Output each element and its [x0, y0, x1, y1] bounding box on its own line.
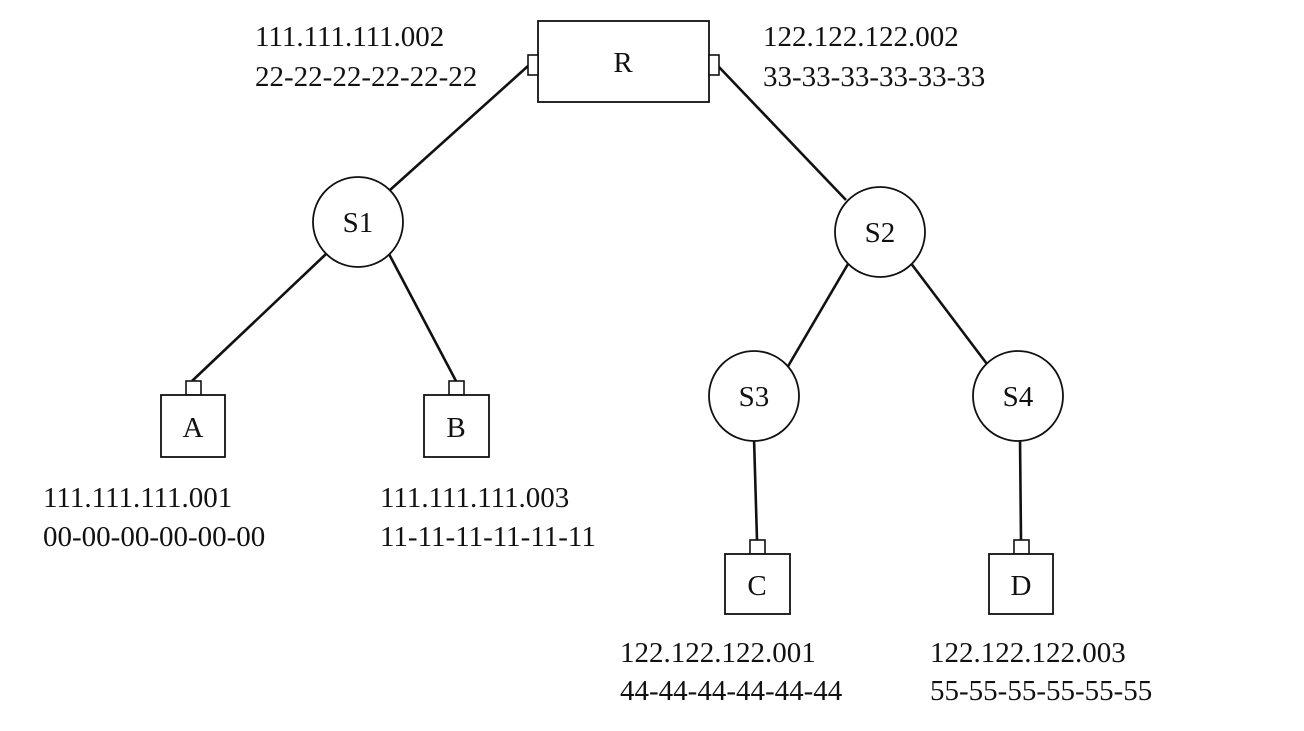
- host-a-port: [185, 380, 202, 396]
- host-a-box: [160, 394, 226, 458]
- link-r-s2: [717, 65, 847, 201]
- switch-s4-label: S4: [1003, 381, 1034, 413]
- host-c-label: C: [747, 570, 766, 602]
- host-d-box: [988, 553, 1054, 615]
- router-right-mac: 33-33-33-33-33-33: [763, 61, 985, 93]
- router-label: R: [613, 47, 633, 79]
- host-d: D: [988, 539, 1054, 615]
- host-b-port: [448, 380, 465, 396]
- host-b-ip: 111.111.111.003: [380, 482, 569, 514]
- link-s4-d: [1018, 437, 1023, 541]
- link-s1-a: [191, 253, 327, 382]
- host-d-mac: 55-55-55-55-55-55: [930, 675, 1152, 707]
- host-d-label: D: [1011, 570, 1032, 602]
- switch-s2-circle: [834, 186, 926, 278]
- link-s2-s4: [908, 261, 992, 369]
- link-s2-s3: [785, 263, 850, 369]
- link-s1-b: [387, 253, 458, 382]
- switch-s2: S2: [834, 186, 926, 278]
- host-a-ip: 111.111.111.001: [43, 482, 232, 514]
- host-c-ip: 122.122.122.001: [620, 637, 816, 669]
- host-b-label: B: [446, 412, 465, 444]
- host-c: C: [724, 539, 791, 615]
- router-left-mac: 22-22-22-22-22-22: [255, 61, 477, 93]
- host-c-mac: 44-44-44-44-44-44: [620, 675, 843, 707]
- router-r: R: [527, 20, 720, 103]
- switch-s3: S3: [708, 350, 800, 442]
- switch-s4-circle: [972, 350, 1064, 442]
- host-c-box: [724, 553, 791, 615]
- router-left-port: [527, 54, 539, 76]
- host-c-port: [749, 539, 766, 555]
- host-b-mac: 11-11-11-11-11-11: [380, 521, 596, 553]
- router-right-port: [708, 54, 720, 76]
- host-a-label: A: [183, 412, 204, 444]
- switch-s3-label: S3: [739, 381, 770, 413]
- switch-s4: S4: [972, 350, 1064, 442]
- switch-s1-label: S1: [343, 207, 374, 239]
- host-b-box: [423, 394, 490, 458]
- switch-s1-circle: [312, 176, 404, 268]
- host-a: A: [160, 380, 226, 458]
- switch-s3-circle: [708, 350, 800, 442]
- host-b: B: [423, 380, 490, 458]
- host-a-mac: 00-00-00-00-00-00: [43, 521, 265, 553]
- host-d-port: [1013, 539, 1030, 555]
- host-d-ip: 122.122.122.003: [930, 637, 1126, 669]
- switch-s1: S1: [312, 176, 404, 268]
- link-s3-c: [752, 437, 759, 541]
- switch-s2-label: S2: [865, 217, 896, 249]
- link-r-s1: [389, 65, 529, 191]
- router-right-ip: 122.122.122.002: [763, 21, 959, 53]
- router-left-ip: 111.111.111.002: [255, 21, 444, 53]
